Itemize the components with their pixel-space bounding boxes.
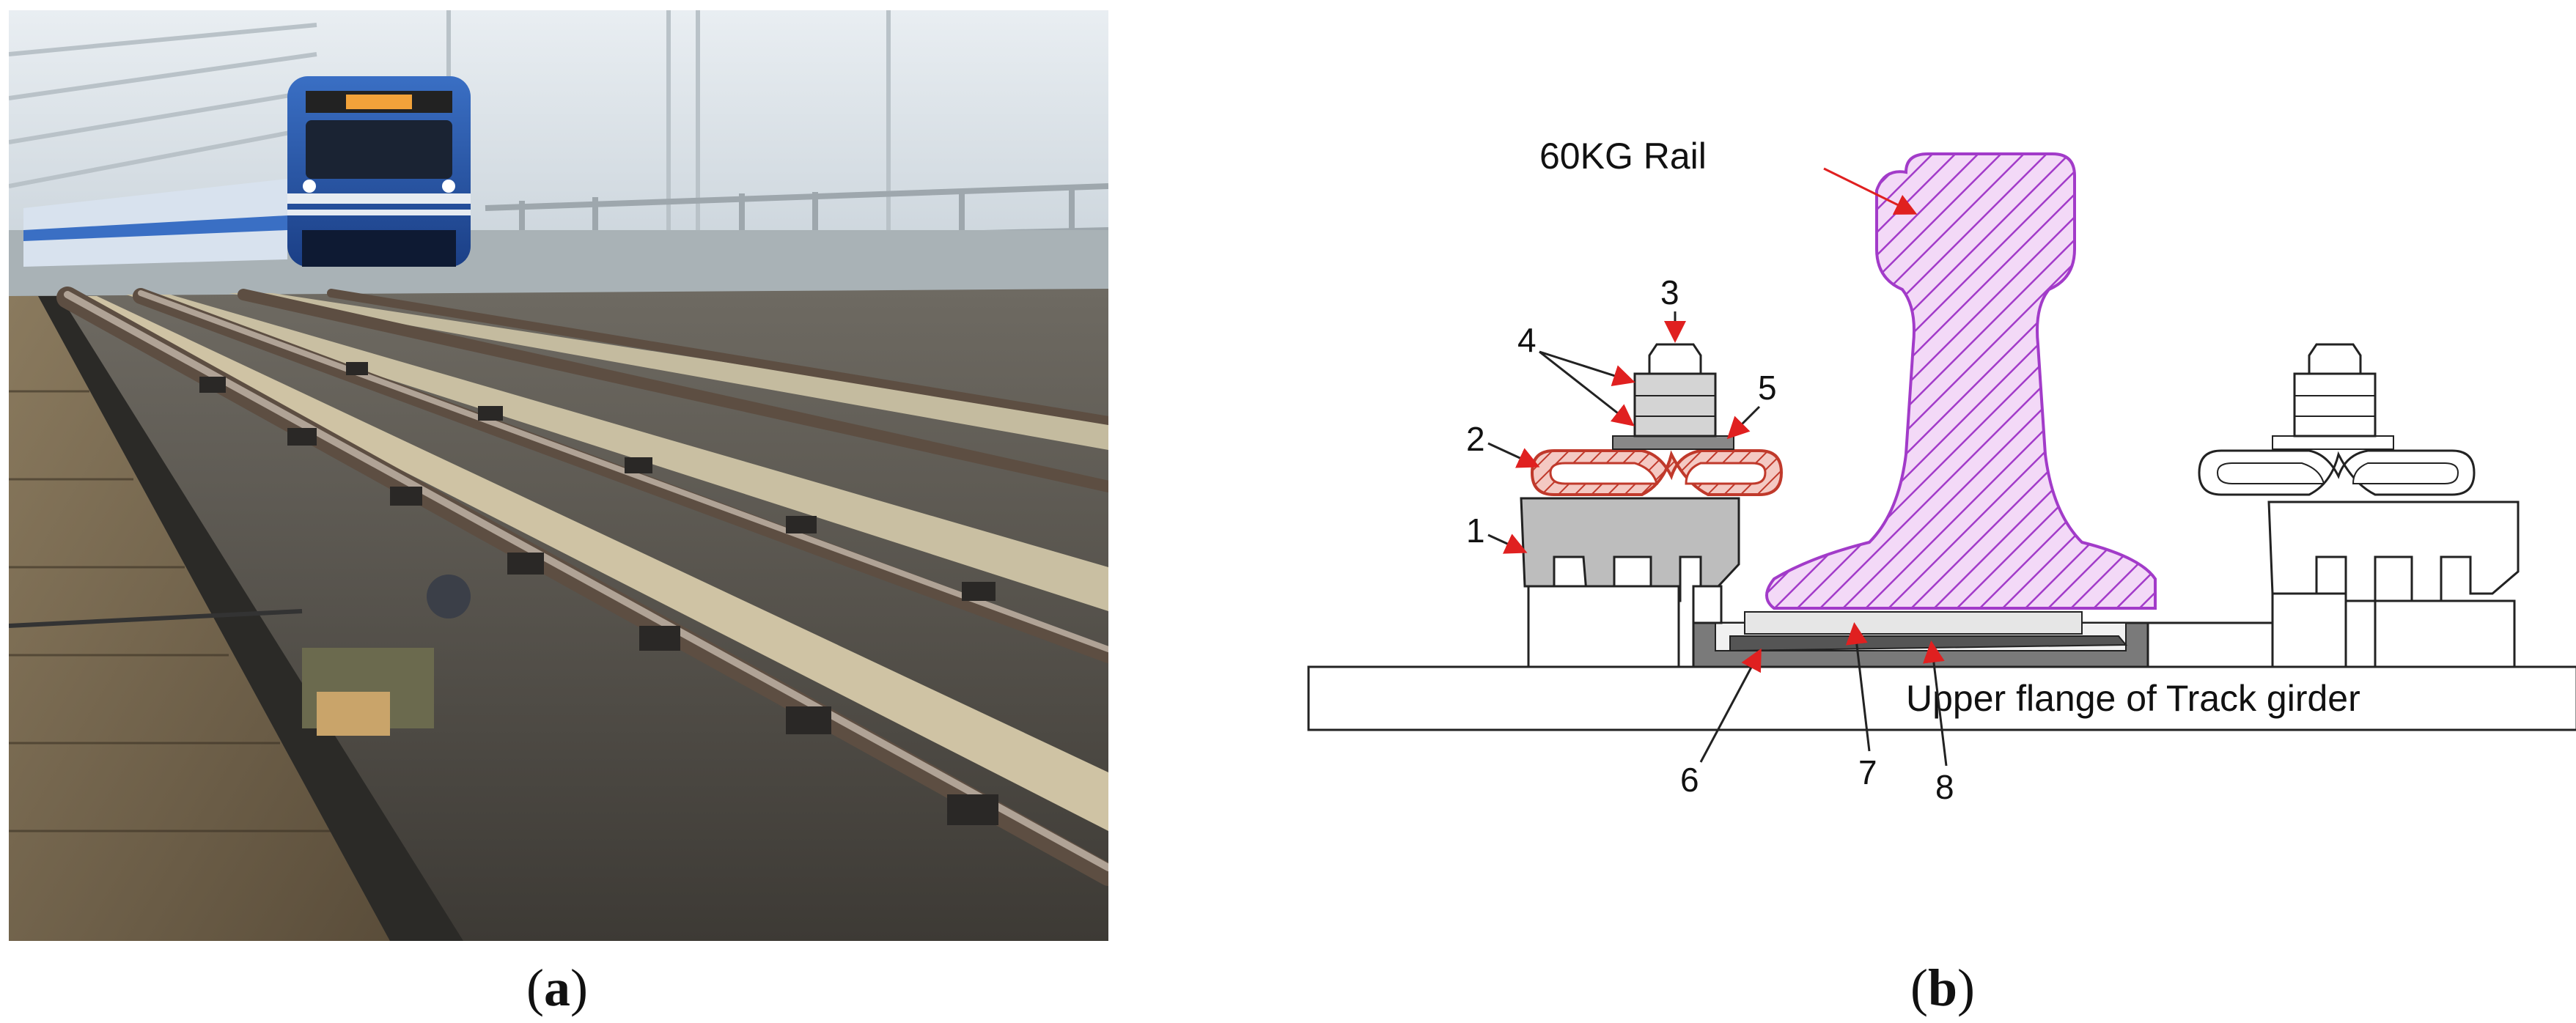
panel-b-caption: (b) [1910, 959, 1975, 1017]
right-shoulder [2267, 501, 2520, 602]
left-nut [1633, 372, 1717, 437]
left-bolt-head [1648, 343, 1702, 375]
left-washer [1612, 435, 1734, 450]
track-photo [9, 10, 1108, 941]
girder-upper-flange [1307, 665, 2576, 731]
sensor-equipment [9, 575, 471, 736]
girder-label: Upper flange of Track girder [1906, 678, 2360, 719]
left-shoulder [1520, 497, 1740, 602]
train [23, 76, 471, 267]
rail-label-arrow [1823, 167, 1918, 215]
part-label-8: 8 [1935, 768, 1954, 806]
part-labels: 3 4 5 2 1 6 7 8 [1466, 273, 1954, 806]
rail-label: 60KG Rail [1539, 136, 1707, 177]
part-label-5: 5 [1758, 369, 1777, 407]
rail-fasteners [199, 362, 998, 825]
rail-60kg [1765, 152, 2157, 610]
part-label-6: 6 [1680, 761, 1699, 799]
panel-a-letter: a [544, 959, 570, 1017]
panel-b-letter: b [1927, 959, 1958, 1017]
part-label-4: 4 [1517, 321, 1537, 359]
fastener-cross-section: Upper flange of Track girder 60KG Rail 3… [1307, 136, 2576, 806]
right-nut [2293, 372, 2377, 437]
rails [56, 287, 1108, 886]
part-label-3: 3 [1660, 273, 1679, 311]
part-label-1: 1 [1466, 512, 1485, 550]
panel-a-caption: (a) [526, 959, 588, 1017]
tie-plate [1744, 611, 2083, 635]
part-label-7: 7 [1858, 753, 1877, 791]
part-label-2: 2 [1466, 420, 1485, 458]
